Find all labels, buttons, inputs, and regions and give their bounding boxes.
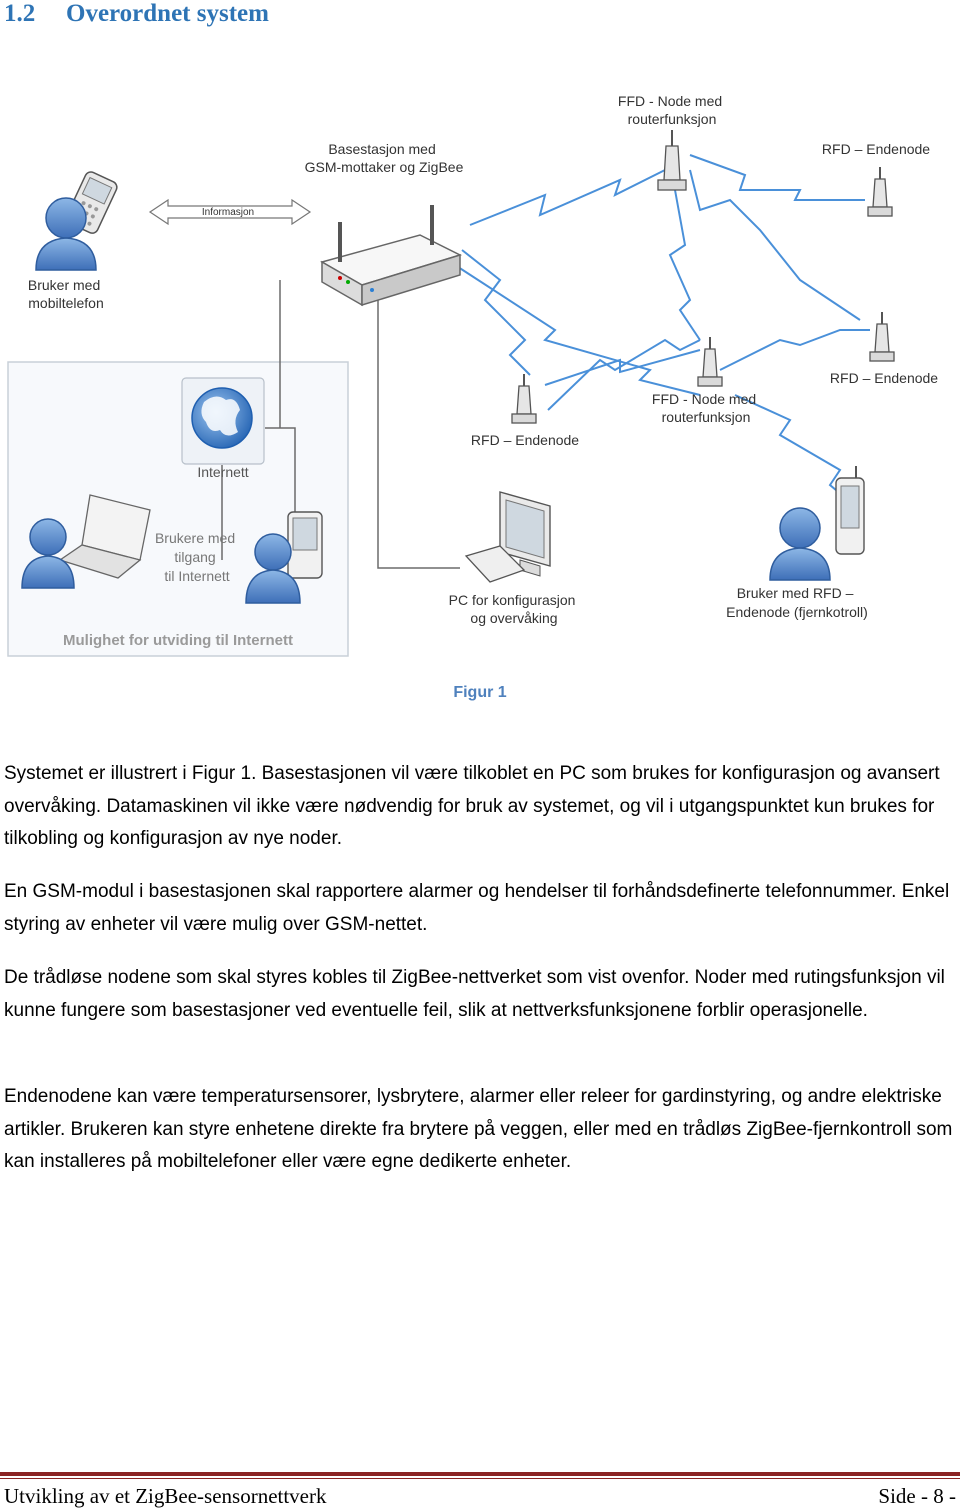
user-mobile-label: Bruker med mobiltelefon <box>28 277 104 311</box>
pc-monitor-icon <box>499 491 551 577</box>
user-mobile-person-icon <box>35 197 97 271</box>
system-overview-figure: Informasjon Bruker med mobiltelefon Base… <box>7 93 938 657</box>
section-heading: 1.2 Overordnet system <box>4 0 269 28</box>
rfd-left-node-icon <box>511 374 537 424</box>
remote-user-label: Bruker med RFD – Endenode (fjernkotroll) <box>726 585 868 620</box>
pc-label: PC for konfigurasjon og overvåking <box>449 592 580 626</box>
wireless-links <box>454 154 870 511</box>
internet-globe-icon <box>181 377 265 465</box>
laptop-icon <box>58 494 151 579</box>
paragraph-2: En GSM-modul i basestasjonen skal rappor… <box>4 881 950 935</box>
rfd-top-right-label: RFD – Endenode <box>822 141 930 157</box>
rfd-top-right-node-icon <box>867 167 893 217</box>
figure-caption: Figur 1 <box>453 684 507 701</box>
ffd-middle-node-icon <box>697 337 723 387</box>
paragraph-3: De trådløse nodene som skal styres koble… <box>4 967 945 1021</box>
wired-links <box>221 280 460 569</box>
internet-users-label: Brukere med tilgang til Internett <box>155 530 239 584</box>
ffd-middle-label: FFD - Node med routerfunksjon <box>652 391 760 425</box>
basestation-icon <box>320 205 463 307</box>
keyboard-icon <box>464 545 526 583</box>
section-number: 1.2 <box>4 0 36 27</box>
rfd-right-label: RFD – Endenode <box>830 370 938 386</box>
internet-user-person-icon <box>21 518 75 589</box>
ffd-top-node-icon <box>657 130 687 191</box>
footer-rule-thin <box>0 1478 960 1479</box>
remote-user-person-icon <box>769 507 831 581</box>
rfd-right-node-icon <box>869 312 895 362</box>
internet-box-caption: Mulighet for utviding til Internett <box>63 632 293 649</box>
basestation-label: Basestasjon med GSM-mottaker og ZigBee <box>305 141 464 175</box>
section-title: Overordnet system <box>66 0 269 27</box>
paragraph-4: Endenodene kan være temperatursensorer, … <box>4 1086 953 1172</box>
pda-user-person-icon <box>245 533 301 604</box>
internet-box <box>7 361 349 657</box>
internet-label: Internett <box>197 464 248 480</box>
footer-rule-thick <box>0 1472 960 1476</box>
info-arrow: Informasjon <box>148 198 312 226</box>
rfd-left-label: RFD – Endenode <box>471 432 579 448</box>
footer-document-title: Utvikling av et ZigBee-sensornettverk <box>4 1484 327 1508</box>
paragraph-1: Systemet er illustrert i Figur 1. Basest… <box>4 763 940 849</box>
remote-device-icon <box>835 466 865 555</box>
footer-page-number: Side - 8 - <box>878 1484 956 1508</box>
pda-icon <box>287 511 323 579</box>
ffd-top-label: FFD - Node med routerfunksjon <box>618 93 726 127</box>
info-arrow-label: Informasjon <box>202 207 254 218</box>
